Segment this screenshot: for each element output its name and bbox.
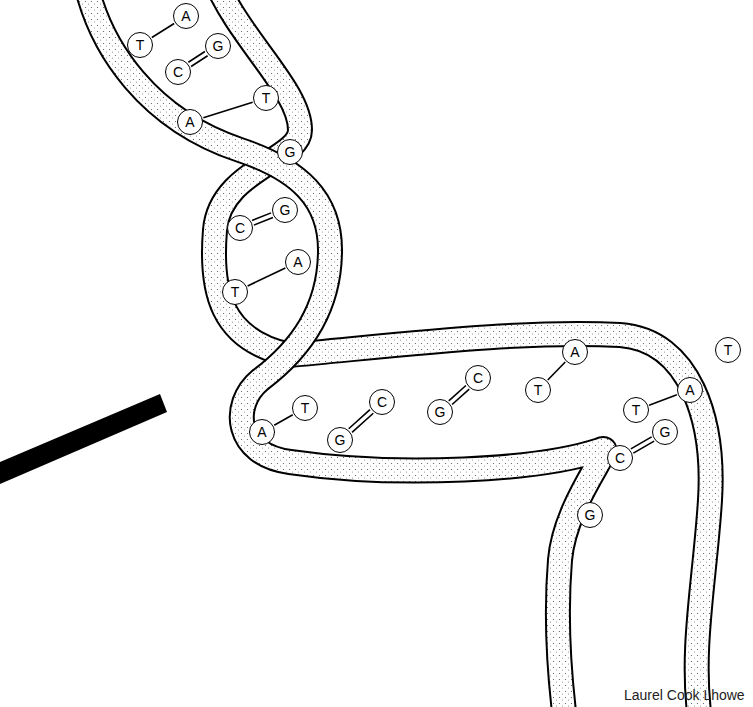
base-circle: T (127, 32, 153, 58)
base-letter: G (335, 433, 346, 447)
base-letter: A (181, 9, 190, 23)
base-letter: A (570, 345, 579, 359)
base-circle: A (249, 419, 275, 445)
backbone-ribbon (85, 0, 604, 707)
hydrogen-bond (274, 415, 293, 425)
hydrogen-bond (449, 385, 469, 404)
hydrogen-bond (631, 437, 654, 453)
base-letter: T (724, 343, 733, 357)
base-circle: A (677, 377, 703, 403)
base-letter: G (435, 405, 446, 419)
base-circle: C (165, 59, 191, 85)
base-circle: A (177, 109, 203, 135)
base-circle: T (623, 397, 649, 423)
base-letter: T (136, 38, 145, 52)
base-letter: C (173, 65, 183, 79)
base-circle: G (652, 419, 678, 445)
base-circle: C (369, 389, 395, 415)
hydrogen-bond (252, 213, 273, 225)
base-letter: G (280, 203, 291, 217)
base-circle: A (173, 3, 199, 29)
base-circle: G (272, 197, 298, 223)
base-circle: G (427, 399, 453, 425)
hydrogen-bond (188, 52, 207, 67)
base-letter: G (285, 145, 296, 159)
base-letter: G (660, 425, 671, 439)
base-letter: T (632, 403, 641, 417)
base-circle: A (285, 249, 311, 275)
base-letter: C (473, 371, 483, 385)
base-circle: T (253, 85, 279, 111)
credit-text: Laurel Cook Lhowe (624, 687, 745, 703)
hydrogen-bond (248, 268, 286, 286)
base-letter: T (231, 285, 240, 299)
base-circle: G (277, 139, 303, 165)
base-circle: C (227, 215, 253, 241)
backbone-outline (85, 0, 604, 707)
base-circle: C (465, 365, 491, 391)
base-letter: T (262, 91, 271, 105)
base-letter: G (213, 39, 224, 53)
base-circle: A (562, 339, 588, 365)
hydrogen-bond (548, 362, 565, 380)
base-circle: G (577, 502, 603, 528)
base-letter: T (534, 383, 543, 397)
base-circle: G (205, 33, 231, 59)
hydrogen-bond (349, 410, 374, 433)
base-circle: T (715, 337, 741, 363)
hydrogen-bond (152, 23, 174, 37)
base-letter: A (257, 425, 266, 439)
base-letter: C (235, 221, 245, 235)
base-letter: T (301, 401, 310, 415)
base-circle: T (222, 279, 248, 305)
base-letter: A (293, 255, 302, 269)
pointer-bar (0, 394, 167, 484)
base-circle: C (607, 445, 633, 471)
base-letter: C (615, 451, 625, 465)
base-letter: C (377, 395, 387, 409)
base-circle: T (525, 377, 551, 403)
base-letter: A (185, 115, 194, 129)
base-circle: T (292, 395, 318, 421)
hydrogen-bond (203, 102, 252, 118)
base-letter: A (685, 383, 694, 397)
base-letter: G (585, 508, 596, 522)
hydrogen-bond (649, 395, 677, 405)
base-circle: G (327, 427, 353, 453)
